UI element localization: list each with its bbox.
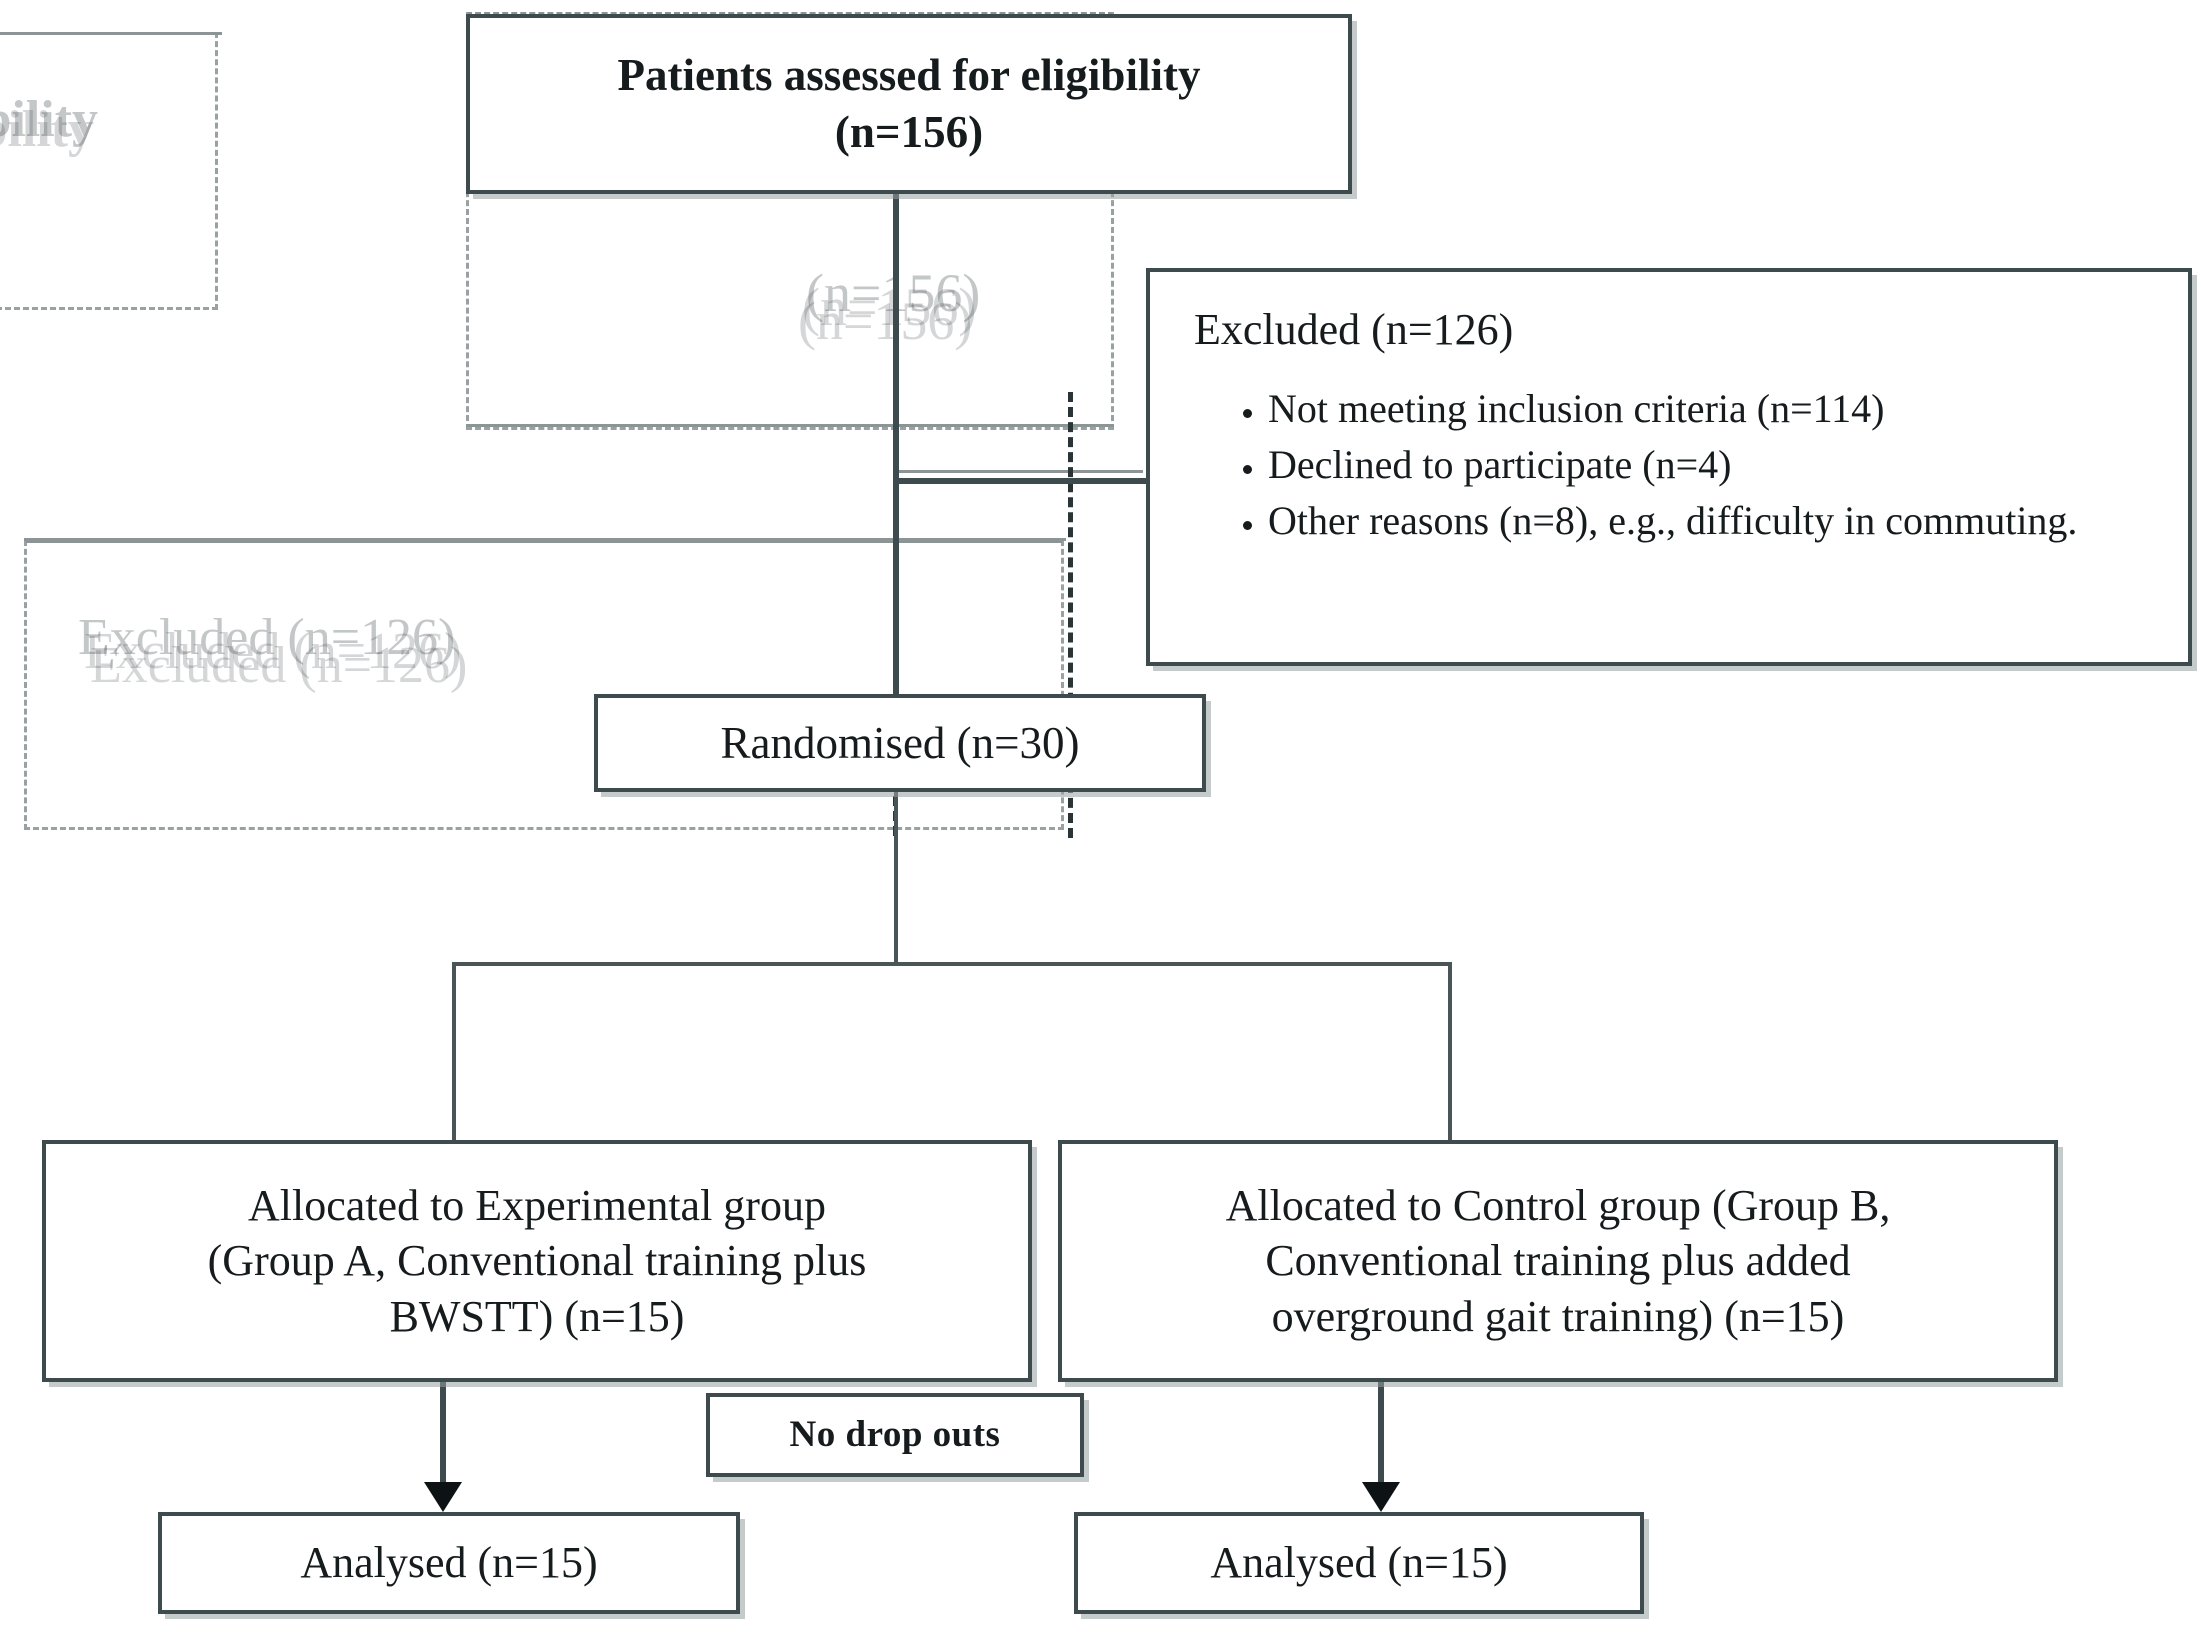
analysed-left-label: Analysed (n=15) (300, 1538, 598, 1588)
dropouts-label: No drop outs (789, 1413, 1001, 1455)
randomised-box: Randomised (n=30) (594, 694, 1206, 792)
connector-allocation-bracket (452, 962, 1452, 966)
connector-right-alloc-to-analysed (1378, 1378, 1384, 1498)
arrowhead-right-analysed (1362, 1482, 1400, 1512)
excluded-reason-list: Not meeting inclusion criteria (n=114) D… (1190, 383, 2077, 551)
connector-enrollment-to-randomised (893, 190, 899, 710)
analysed-right-label: Analysed (n=15) (1210, 1538, 1508, 1588)
ghost-rule-enrollment-bottom (466, 424, 1114, 427)
allocation-left-box: Allocated to Experimental group (Group A… (42, 1140, 1032, 1382)
enrollment-box: Patients assessed for eligibility (n=156… (466, 14, 1352, 194)
excluded-title: Excluded (n=126) (1194, 305, 1514, 354)
connector-randomised-stem (894, 790, 898, 966)
ghost-text-n156-2: (n=156) (802, 277, 977, 337)
dropouts-box: No drop outs (706, 1393, 1084, 1477)
allocation-right-line2: Conventional training plus added (1265, 1236, 1851, 1286)
allocation-right-line3: overground gait training) (n=15) (1271, 1291, 1845, 1341)
connector-left-alloc-to-analysed (440, 1378, 446, 1498)
list-item: Other reasons (n=8), e.g., difficulty in… (1268, 495, 2077, 547)
ghost-text-excluded-1: Excluded (n=126) (78, 609, 456, 666)
ghost-text-excluded-3: Excluded (n=126) (90, 637, 468, 694)
ghost-box-eligibility-left (0, 32, 218, 310)
arrowhead-left-analysed (424, 1482, 462, 1512)
allocation-left-line1: Allocated to Experimental group (248, 1180, 826, 1230)
enrollment-label-line1: Patients assessed for eligibility (617, 50, 1201, 101)
ghost-text-excluded-2: Excluded (n=126) (84, 623, 462, 680)
ghost-rule-excluded-top (24, 538, 1066, 541)
ghost-rule-top (0, 32, 222, 35)
connector-bracket-left-drop (452, 962, 456, 1142)
list-item: Not meeting inclusion criteria (n=114) (1268, 383, 2077, 435)
allocation-right-line1: Allocated to Control group (Group B, (1225, 1180, 1891, 1230)
allocation-left-line2: (Group A, Conventional training plus (207, 1236, 867, 1286)
excluded-box: Excluded (n=126) Not meeting inclusion c… (1146, 268, 2192, 666)
ghost-connector-spine-to-excluded (893, 470, 1143, 473)
list-item: Declined to participate (n=4) (1268, 439, 2077, 491)
ghost-connector-spine-right (1068, 392, 1073, 838)
randomised-label: Randomised (n=30) (720, 717, 1080, 768)
connector-spine-to-excluded (893, 478, 1151, 484)
ghost-text-eligibility-clip-1: gibility (0, 91, 99, 148)
analysed-left-box: Analysed (n=15) (158, 1512, 740, 1614)
connector-bracket-right-drop (1448, 962, 1452, 1142)
allocation-left-line3: BWSTT) (n=15) (389, 1291, 685, 1341)
ghost-text-eligibility-clip-2: gibility (0, 101, 95, 158)
enrollment-label-line2: (n=156) (834, 107, 984, 157)
allocation-right-box: Allocated to Control group (Group B, Con… (1058, 1140, 2058, 1382)
ghost-text-n156-3: (n=156) (798, 291, 973, 351)
analysed-right-box: Analysed (n=15) (1074, 1512, 1644, 1614)
